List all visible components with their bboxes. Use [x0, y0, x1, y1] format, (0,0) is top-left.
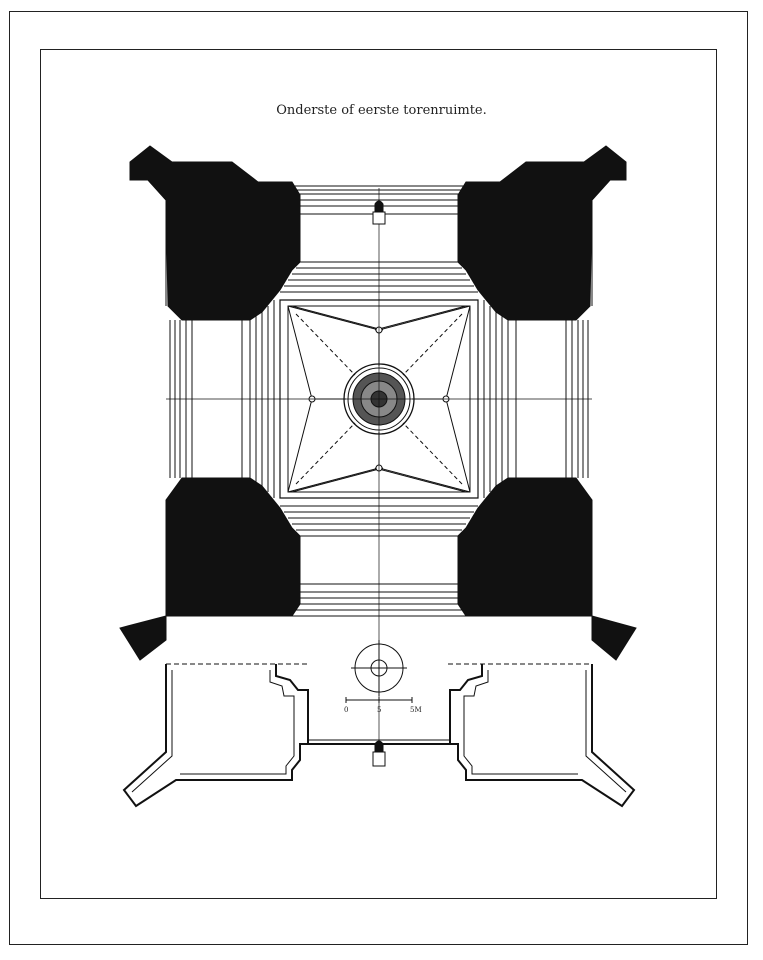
pier-top-left — [129, 145, 301, 321]
pier-bottom-right — [457, 477, 637, 661]
pier-top-right — [457, 145, 627, 321]
top-keyhole — [372, 200, 386, 225]
inner-border — [40, 49, 717, 899]
scale-label-start: 0 — [344, 706, 348, 714]
plan-title: Onderste of eerste torenruimte. — [276, 103, 487, 118]
lower-plan — [122, 640, 636, 808]
scale-label-mid: 5 — [377, 706, 381, 714]
scale-bar — [345, 697, 413, 703]
outer-border — [9, 11, 748, 945]
pier-bottom-left — [119, 477, 301, 661]
scale-label-end: 5M — [410, 706, 422, 714]
